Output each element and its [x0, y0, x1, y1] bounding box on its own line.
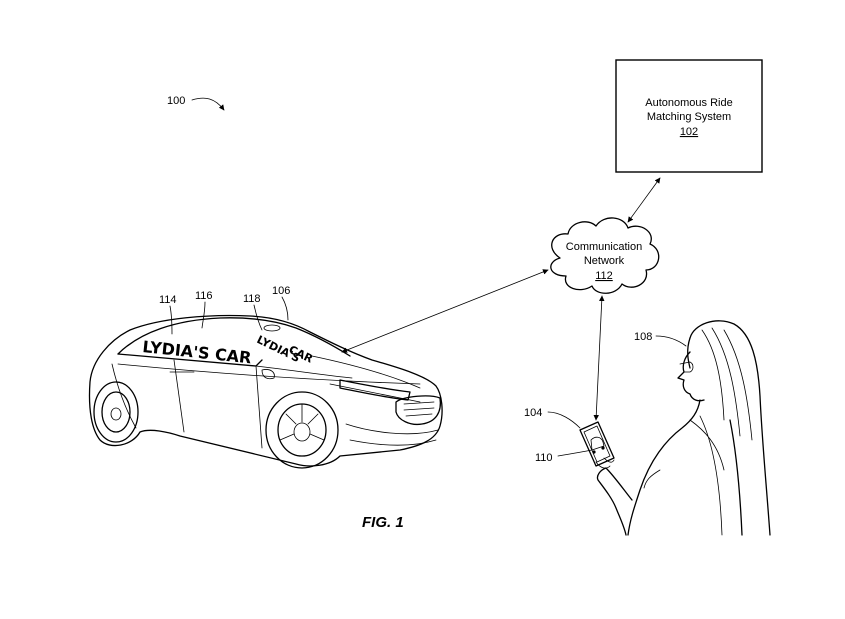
ref-114-leader — [169, 305, 173, 335]
ref-104-leader — [547, 411, 581, 429]
ref-108-leader — [655, 335, 687, 347]
ride-matching-system-box: Autonomous Ride Matching System 102 — [615, 59, 763, 173]
ref-100-arrow — [191, 97, 225, 111]
autonomous-vehicle: LYDIA'S CAR LYDIA'S CAR — [88, 314, 443, 469]
rear-display-text-line2: CAR — [287, 343, 316, 366]
ref-100: 100 — [167, 95, 185, 107]
ref-118: 118 — [243, 293, 261, 305]
ref-110-leader — [557, 449, 593, 457]
ride-system-ref: 102 — [680, 126, 698, 138]
network-device-link — [593, 295, 605, 421]
network-ref: 112 — [595, 270, 613, 282]
ref-106: 106 — [272, 285, 290, 297]
network-line2: Network — [584, 255, 625, 267]
figure-label: FIG. 1 — [362, 514, 404, 531]
ref-108: 108 — [634, 331, 652, 343]
ref-116: 116 — [195, 290, 213, 302]
ref-110: 110 — [535, 452, 553, 464]
rider-person — [596, 320, 771, 536]
ref-104: 104 — [524, 407, 542, 419]
ref-114: 114 — [159, 294, 177, 306]
ref-118-leader — [253, 304, 263, 331]
ref-106-leader — [281, 296, 289, 321]
ride-system-line2: Matching System — [647, 111, 731, 123]
network-line1: Communication — [566, 241, 642, 253]
ref-116-leader — [201, 301, 206, 329]
system-network-link — [627, 177, 661, 223]
windshield-display-text: LYDIA'S CAR — [142, 337, 253, 367]
network-vehicle-link — [341, 269, 549, 353]
mobile-device — [579, 421, 615, 469]
communication-network-cloud: Communication Network 112 — [550, 217, 660, 294]
ride-system-line1: Autonomous Ride — [645, 97, 732, 109]
